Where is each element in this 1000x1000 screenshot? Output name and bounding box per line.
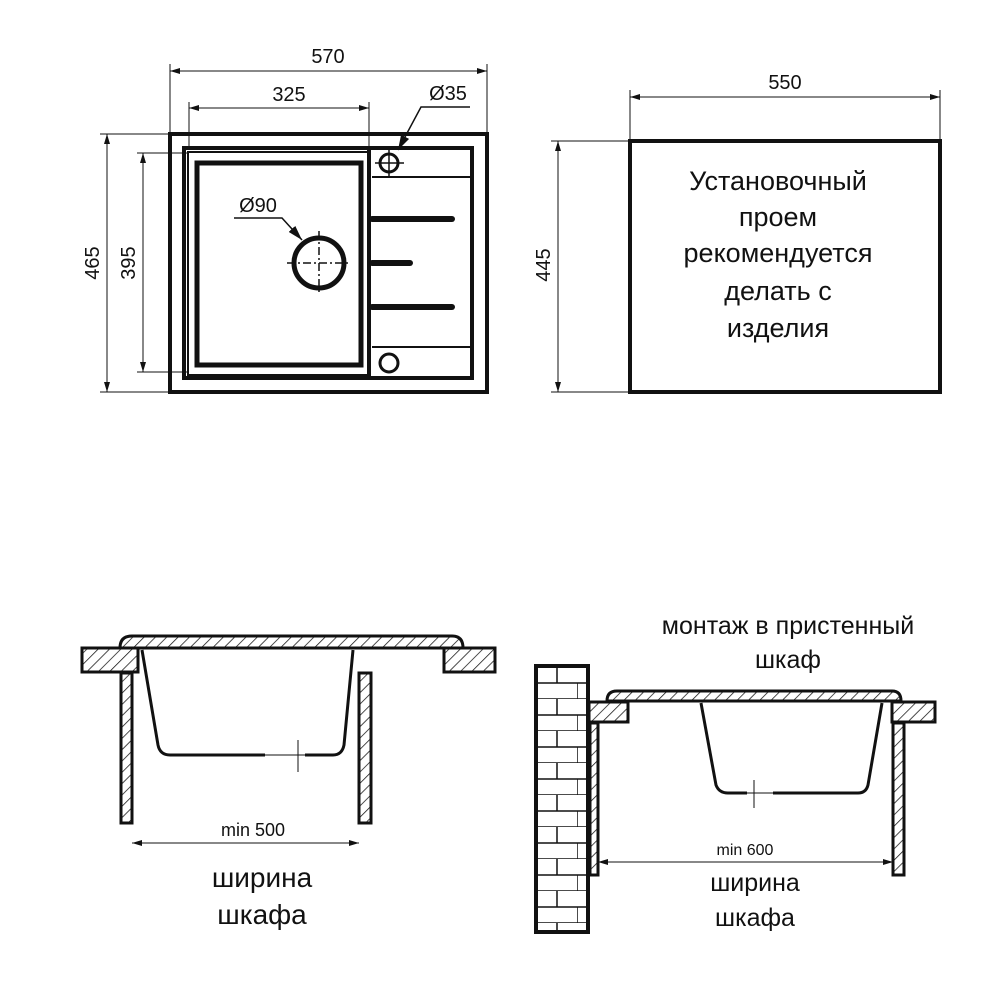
cabinet-side-left bbox=[588, 721, 600, 877]
cutout-outline bbox=[628, 139, 942, 394]
dim-cutout-height: 445 bbox=[533, 248, 555, 281]
caption-line: ширина bbox=[212, 862, 313, 893]
cabinet-side-right bbox=[357, 671, 373, 825]
caption-line: шкафа bbox=[217, 899, 307, 930]
countertop-left bbox=[587, 700, 630, 724]
note-line: рекомендуется bbox=[684, 238, 873, 268]
dim-width-total: 570 bbox=[311, 46, 344, 68]
sink-rim bbox=[605, 689, 903, 703]
countertop-right bbox=[442, 646, 497, 674]
countertop-right bbox=[890, 700, 937, 724]
dim-tap-hole: Ø35 bbox=[429, 83, 467, 105]
wall-mount-title: шкаф bbox=[755, 646, 821, 674]
note-line: изделия bbox=[727, 313, 829, 343]
bowl-section bbox=[140, 649, 355, 757]
note-line: Установочный bbox=[689, 166, 867, 196]
sink-outline bbox=[168, 132, 489, 394]
dim-min-width: min 500 bbox=[221, 820, 285, 840]
cabinet-side-left bbox=[119, 671, 134, 825]
cutout-note: Установочный проем рекомендуется делать … bbox=[684, 166, 873, 343]
dim-bowl-height: 395 bbox=[118, 246, 140, 279]
note-line: делать с bbox=[724, 276, 832, 306]
dim-height-total: 465 bbox=[82, 246, 104, 279]
dim-bowl-width: 325 bbox=[272, 84, 305, 106]
note-line: проем bbox=[739, 202, 817, 232]
dim-drain: Ø90 bbox=[239, 195, 277, 217]
dim-min-width: min 600 bbox=[717, 842, 774, 859]
bowl-inner bbox=[194, 160, 364, 368]
countertop-left bbox=[80, 646, 140, 674]
cutout-view: 550 445 Установочный проем рекомендуется… bbox=[533, 72, 942, 394]
caption-line: ширина bbox=[710, 869, 800, 897]
section-standard-cabinet: min 500 ширина шкафа bbox=[80, 634, 497, 930]
section-wall-cabinet: монтаж в пристенный шкаф min 600 ширина … bbox=[534, 612, 937, 934]
brick-wall bbox=[534, 664, 590, 934]
overflow-hole bbox=[378, 352, 400, 374]
cabinet-side-right bbox=[891, 721, 906, 877]
bowl-section bbox=[699, 702, 884, 795]
caption-line: шкафа bbox=[715, 904, 795, 932]
wall-mount-title: монтаж в пристенный bbox=[662, 612, 914, 640]
dim-cutout-width: 550 bbox=[768, 72, 801, 94]
sink-rim bbox=[118, 634, 465, 650]
sink-top-view: 570 325 Ø35 Ø90 465 395 bbox=[82, 46, 489, 394]
sink-inner-frame bbox=[182, 146, 474, 380]
